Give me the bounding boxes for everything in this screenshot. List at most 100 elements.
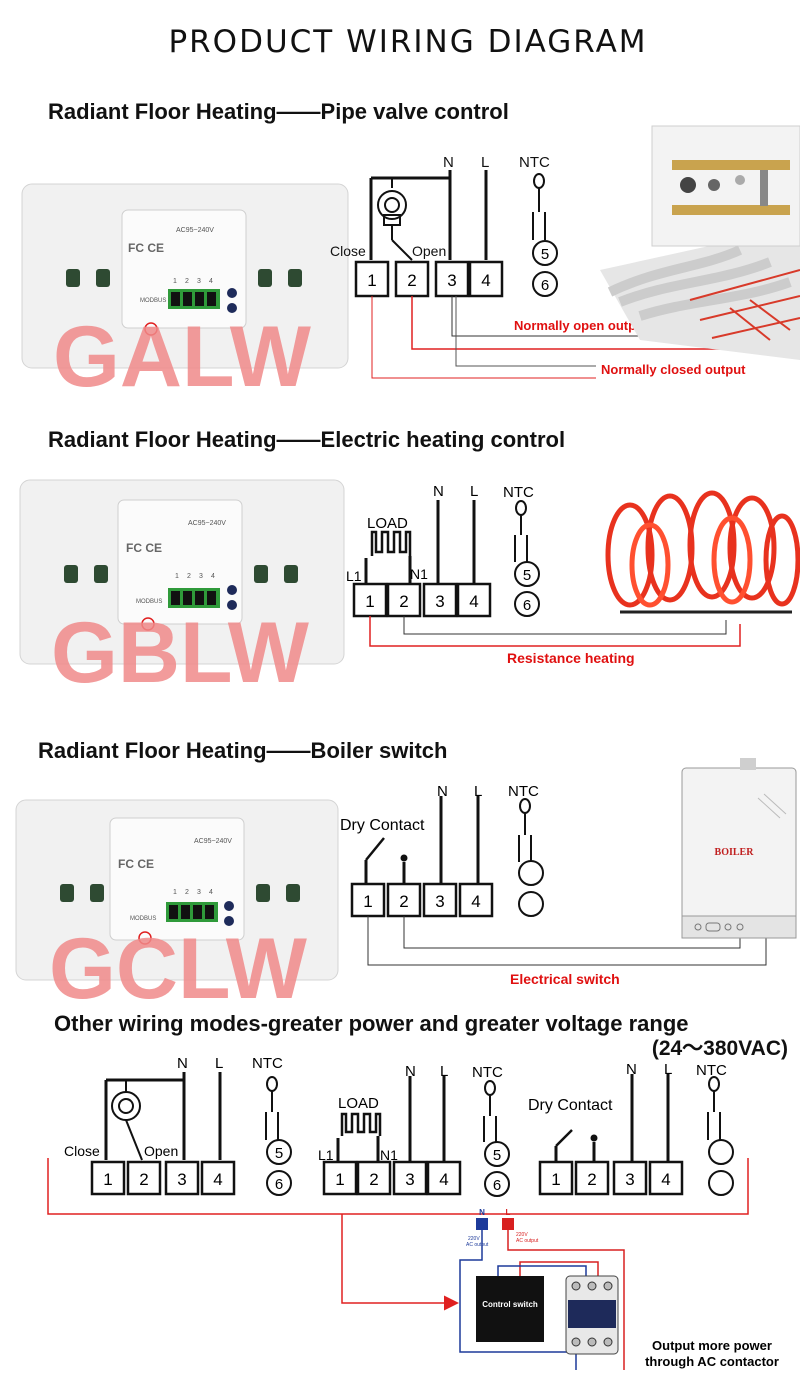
svg-text:L: L	[506, 1208, 511, 1217]
ntc-sensor: 5 6	[532, 173, 558, 297]
fcc-ce-mark: FC CE	[126, 541, 162, 555]
label-l: L	[470, 483, 478, 500]
svg-text:6: 6	[541, 277, 549, 294]
svg-text:1: 1	[365, 592, 374, 611]
svg-text:3: 3	[197, 278, 201, 285]
l-badge	[502, 1218, 514, 1230]
svg-text:3: 3	[197, 889, 201, 896]
terminal-block: 1 2 3 4	[352, 582, 492, 618]
model-watermark: GALW	[53, 309, 312, 405]
svg-text:Dry Contact: Dry Contact	[528, 1097, 613, 1114]
label-ntc: NTC	[519, 154, 550, 171]
svg-text:5: 5	[541, 246, 549, 263]
output-label-resistance: Resistance heating	[507, 650, 635, 666]
svg-text:2: 2	[407, 271, 416, 290]
terminal-block: 1 2 3 4	[354, 260, 504, 298]
section-pipe-valve: Radiant Floor Heating——Pipe valve contro…	[21, 99, 800, 405]
section-heading: Radiant Floor Heating——Pipe valve contro…	[48, 99, 509, 124]
svg-text:4: 4	[471, 892, 480, 911]
svg-text:1: 1	[175, 573, 179, 580]
thermostat-back-photo: AC95~240V FC CE 1 2 3 4 MODBUS GBLW	[19, 479, 345, 701]
svg-text:NTC: NTC	[252, 1055, 283, 1072]
svg-text:3: 3	[435, 592, 444, 611]
svg-text:6: 6	[523, 597, 531, 614]
svg-text:N: N	[405, 1063, 416, 1080]
svg-text:4: 4	[209, 889, 213, 896]
svg-text:2: 2	[587, 1170, 596, 1189]
svg-text:1: 1	[173, 889, 177, 896]
red-bus-wire	[47, 1158, 749, 1311]
svg-text:4: 4	[211, 573, 215, 580]
ntc-sensor: 5 6	[483, 1080, 510, 1197]
svg-text:3: 3	[625, 1170, 634, 1189]
label-n1: N1	[410, 566, 428, 582]
page-title: PRODUCT WIRING DIAGRAM	[168, 24, 647, 60]
svg-text:L: L	[440, 1063, 448, 1080]
svg-text:220V: 220V	[468, 1236, 480, 1242]
svg-text:1: 1	[367, 271, 376, 290]
device-rating: AC95~240V	[176, 227, 214, 234]
label-l: L	[481, 154, 489, 171]
svg-text:LOAD: LOAD	[338, 1095, 379, 1112]
svg-text:N1: N1	[380, 1147, 398, 1163]
svg-text:1: 1	[363, 892, 372, 911]
label-l1: L1	[346, 568, 362, 584]
svg-text:2: 2	[399, 592, 408, 611]
svg-text:4: 4	[439, 1170, 448, 1189]
dry-contact-schematic	[364, 796, 480, 884]
modbus-highlight-circle	[144, 322, 158, 336]
svg-text:1: 1	[173, 278, 177, 285]
modbus-label: MODBUS	[130, 916, 156, 922]
heating-cable-coils-illustration	[605, 490, 800, 614]
thermostat-back-photo: AC95~240V FC CE 1 2 3 4 MODBUS GCLW	[15, 799, 339, 1017]
terminal-number-row: 1 2 3 4	[173, 889, 213, 896]
svg-text:L: L	[215, 1055, 223, 1072]
svg-text:4: 4	[213, 1170, 222, 1189]
mini-valve-diagram: N L NTC Close Open 1 2 3 4 5 6	[64, 1055, 292, 1196]
label-open: Open	[412, 243, 446, 259]
green-terminal-block	[168, 588, 220, 608]
ntc-sensor	[518, 798, 544, 917]
modbus-label: MODBUS	[136, 599, 162, 605]
label-ntc: NTC	[508, 783, 539, 800]
modbus-highlight-circle	[138, 931, 152, 945]
svg-text:4: 4	[469, 592, 478, 611]
label-l: L	[474, 783, 482, 800]
svg-text:5: 5	[523, 567, 531, 584]
svg-text:NTC: NTC	[696, 1062, 727, 1079]
svg-text:N: N	[177, 1055, 188, 1072]
output-label-electrical-switch: Electrical switch	[510, 971, 620, 987]
svg-text:2: 2	[399, 892, 408, 911]
svg-text:L1: L1	[318, 1147, 334, 1163]
svg-text:1: 1	[103, 1170, 112, 1189]
svg-text:2: 2	[369, 1170, 378, 1189]
device-rating: AC95~240V	[188, 520, 226, 527]
n-badge	[476, 1218, 488, 1230]
mini-dry-contact-diagram: Dry Contact N L NTC 1 2 3 4	[528, 1061, 734, 1196]
svg-text:3: 3	[447, 271, 456, 290]
svg-text:3: 3	[177, 1170, 186, 1189]
svg-text:NTC: NTC	[472, 1064, 503, 1081]
svg-text:AC output: AC output	[516, 1238, 539, 1244]
svg-text:2: 2	[139, 1170, 148, 1189]
svg-text:N: N	[479, 1208, 485, 1217]
svg-text:1: 1	[551, 1170, 560, 1189]
section-heading: Radiant Floor Heating——Electric heating …	[48, 427, 565, 452]
label-close: Close	[330, 243, 366, 259]
output-label-closed: Normally closed output	[601, 362, 746, 377]
ntc-sensor: 5 6	[265, 1076, 292, 1196]
section-heading: Other wiring modes-greater power and gre…	[54, 1011, 689, 1036]
svg-text:4: 4	[209, 278, 213, 285]
svg-text:2: 2	[185, 889, 189, 896]
boiler-label: BOILER	[715, 847, 755, 858]
svg-text:1: 1	[335, 1170, 344, 1189]
svg-text:6: 6	[493, 1177, 501, 1194]
boiler-illustration: BOILER	[681, 758, 797, 939]
green-terminal-block	[166, 902, 218, 922]
svg-text:3: 3	[435, 892, 444, 911]
svg-text:Open: Open	[144, 1143, 178, 1159]
model-watermark: GCLW	[49, 921, 308, 1017]
label-ntc: NTC	[503, 484, 534, 501]
thermostat-back-photo: AC95~240V FC CE 1 2 3 4 MODBUS GALW	[21, 183, 349, 405]
